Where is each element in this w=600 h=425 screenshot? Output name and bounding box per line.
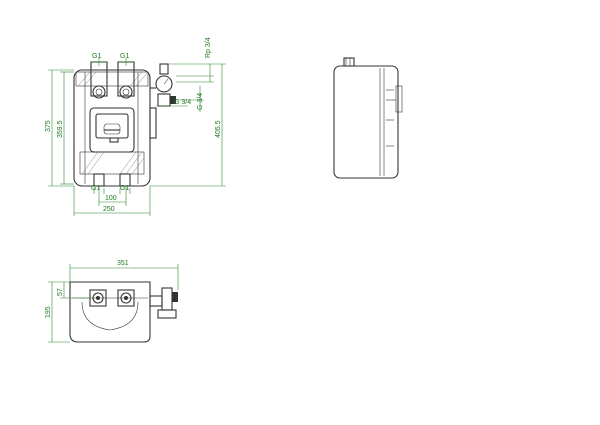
- side-top-connection: [343, 57, 355, 67]
- dim-top-g1-right: G1: [120, 53, 129, 60]
- dim-g-side-vertical: G 3/4: [197, 93, 204, 110]
- top-connection-left-circle: [89, 289, 107, 307]
- side-fittings: [395, 85, 403, 113]
- dim-width-spacing: 100: [105, 195, 117, 202]
- bottom-connection-right: [119, 173, 131, 187]
- dim-top-offset: 57: [57, 288, 64, 296]
- side-valve: [149, 93, 176, 139]
- front-housing-outline: [73, 69, 151, 187]
- pressure-gauge: [150, 63, 173, 93]
- top-connection-left: [90, 61, 108, 99]
- top-view: 351 195 57: [45, 260, 179, 343]
- top-inner-curve: [81, 301, 139, 331]
- dim-height-inner: 359.5: [57, 120, 64, 138]
- side-housing-outline: [333, 65, 399, 179]
- top-side-valve: [149, 287, 178, 319]
- front-view: G1 G1 375 359.5 405.5 Rp 3/4 G 3/4: [45, 37, 226, 216]
- top-connection-right-circle: [117, 289, 135, 307]
- dim-bottom-g1-left: G1: [91, 185, 100, 192]
- pump-unit: [89, 107, 135, 153]
- dim-bottom-g1-right: G1: [120, 185, 129, 192]
- side-view: [333, 57, 403, 179]
- top-connection-right: [117, 61, 135, 99]
- top-housing-outline: [69, 281, 151, 343]
- dim-height-outer: 375: [45, 120, 52, 132]
- dim-rp-label: Rp 3/4: [205, 37, 212, 58]
- dim-top-width: 351: [117, 260, 129, 267]
- top-dimensions: 351 195 57: [45, 260, 179, 343]
- dim-top-depth: 195: [45, 306, 52, 318]
- dim-g-side-horizontal: G 3/4: [174, 99, 191, 106]
- dim-width-total: 250: [103, 206, 115, 213]
- front-hatch-top: [75, 71, 149, 87]
- front-hatch-bottom: [79, 151, 145, 175]
- front-dimensions: G1 G1 375 359.5 405.5 Rp 3/4 G 3/4: [45, 37, 226, 216]
- dim-top-g1-left: G1: [92, 53, 101, 60]
- dim-height-total: 405.5: [215, 120, 222, 138]
